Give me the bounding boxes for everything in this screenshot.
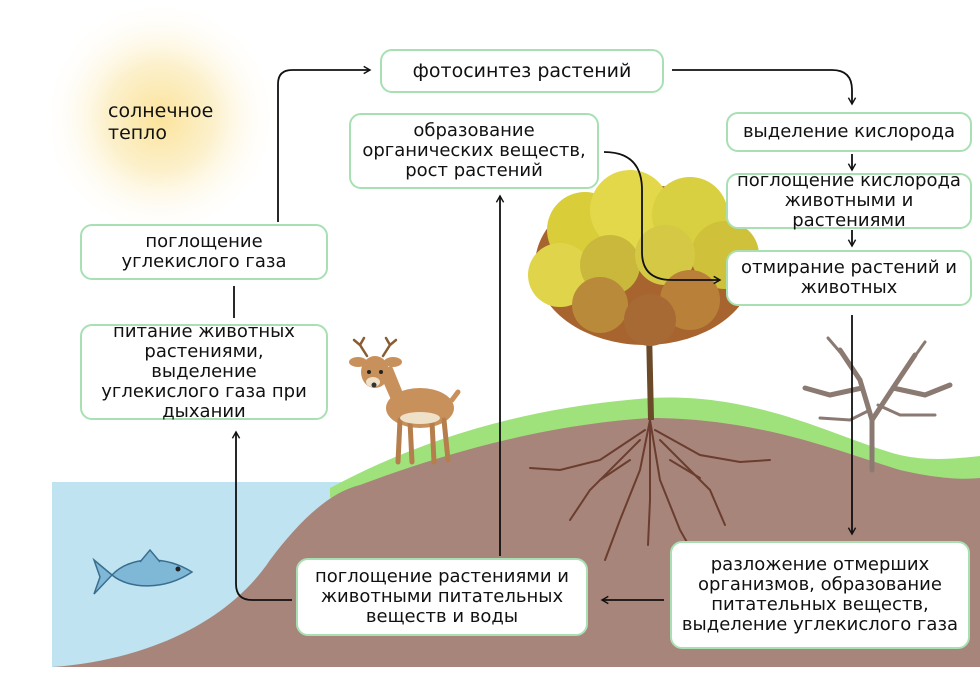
node-co2-uptake: поглощение углекислого газа [80,224,328,280]
arrow-organic-to-dying [603,151,722,285]
deer-icon [349,336,461,465]
arrow-nutrients-to-feeding [231,430,292,601]
fish-icon [92,548,194,595]
node-oxygen-release: выделение кислорода [726,112,972,152]
node-animal-feeding: питание животных растениями, выделение у… [80,322,328,422]
arrow-photosynthesis-to-oxygen [672,69,857,106]
sun-icon [40,0,280,238]
tree-trunk [646,330,654,420]
cycle-arrows [231,65,857,605]
node-decomposition: разложение отмерших организмов, образова… [670,541,970,649]
tree-icon [528,170,759,346]
node-dying: отмирание растений и животных [726,250,972,306]
grass-strip [330,397,980,498]
node-oxygen-uptake: поглощение кислорода животными и растени… [726,171,972,231]
arrow-co2-to-photosynthesis [277,65,372,222]
roots-icon [529,419,771,566]
sun-warmth-label: солнечное тепло [108,100,214,144]
bare-tree-icon [802,336,953,473]
node-organic-matter: образование органических веществ, рост р… [349,113,599,189]
node-nutrient-uptake: поглощение растениями и животными питате… [296,558,588,636]
node-photosynthesis: фотосинтез растений [380,49,664,93]
